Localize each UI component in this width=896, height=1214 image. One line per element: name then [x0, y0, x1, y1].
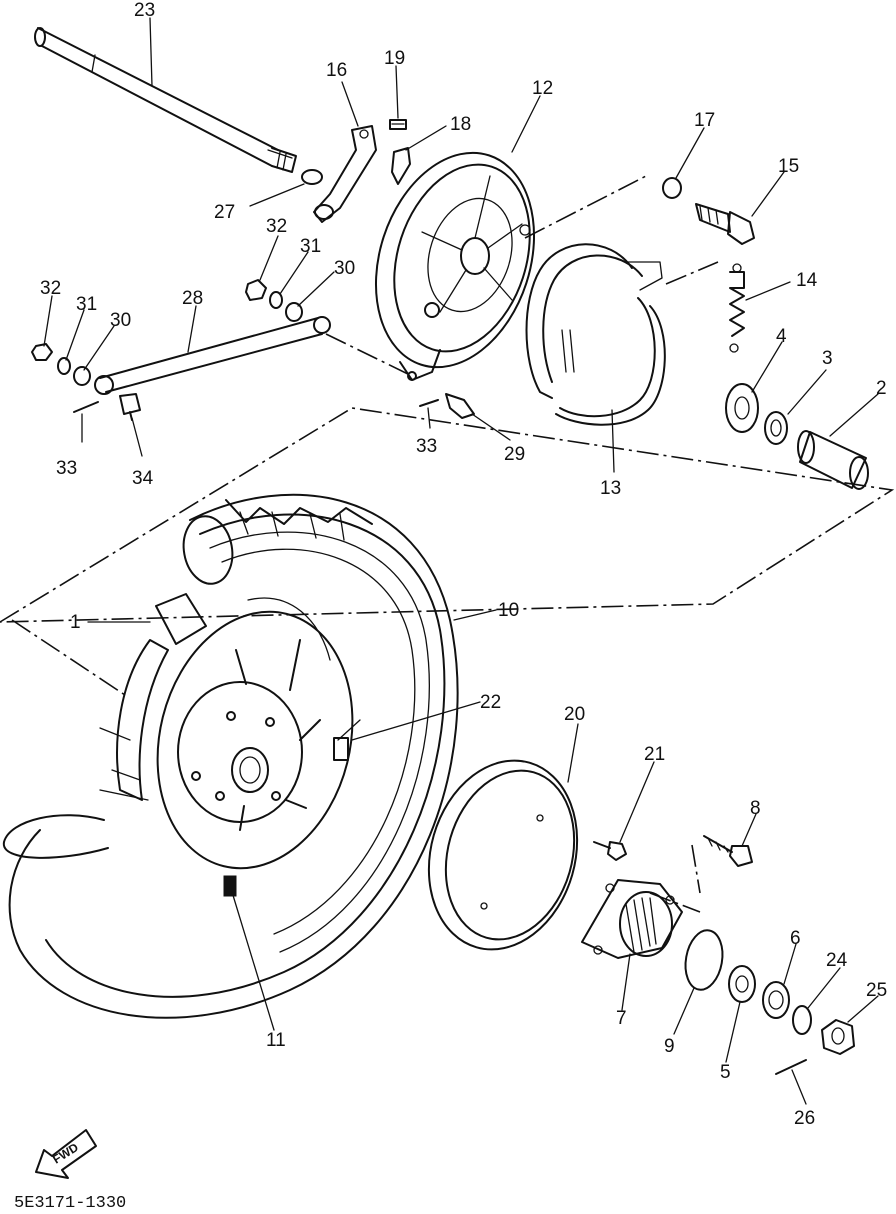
- brake-shoe-plate: [374, 151, 536, 381]
- callout-14: 14: [796, 270, 818, 291]
- callout-1: 1: [70, 612, 81, 633]
- brake-cam-lever: [313, 125, 377, 223]
- cotter-pin-33-left: [73, 401, 99, 413]
- callout-8: 8: [750, 798, 761, 819]
- callout-18: 18: [450, 114, 471, 135]
- nut-upper-32: [245, 279, 267, 301]
- callout-29: 29: [504, 444, 525, 465]
- washer-left-31: [57, 357, 71, 375]
- callout-5: 5: [720, 1062, 731, 1083]
- axle-washer-right: [792, 1005, 812, 1035]
- axle-spacer: [797, 430, 869, 490]
- diagram-code: 5E3171-1330: [14, 1194, 126, 1213]
- callout-9: 9: [664, 1036, 675, 1057]
- brake-shoes: [525, 243, 666, 426]
- callout-16: 16: [326, 60, 347, 81]
- rear-axle: [34, 27, 297, 173]
- wheel-bearing-left: [725, 383, 759, 433]
- clutch-hub: [581, 879, 683, 959]
- cotter-pin-33-right: [419, 399, 439, 407]
- callout-26: 26: [794, 1108, 815, 1129]
- callout-11: 11: [266, 1030, 286, 1051]
- shoe-spring: [729, 263, 745, 353]
- callout-labels: 23 16 19 18 12 17 15 27 32 31 30 14 4 3 …: [40, 0, 887, 1129]
- cover-bolt: [593, 841, 627, 861]
- cotter-pin-26: [775, 1059, 807, 1075]
- camshaft-washer: [662, 177, 682, 199]
- oil-seal: [764, 411, 788, 445]
- axle-nut: [821, 1019, 855, 1055]
- brake-camshaft: [695, 203, 755, 245]
- callout-24: 24: [826, 950, 848, 971]
- callout-23: 23: [134, 0, 155, 21]
- callout-6: 6: [790, 928, 801, 949]
- callout-13: 13: [600, 478, 621, 499]
- lever-bolt: [389, 119, 407, 130]
- callout-28: 28: [182, 288, 203, 309]
- callout-10: 10: [498, 600, 519, 621]
- callout-25: 25: [866, 980, 887, 1001]
- forward-arrow-icon: FWD: [35, 1129, 97, 1179]
- washer-left-30: [73, 366, 91, 386]
- tension-bar: [94, 316, 331, 395]
- callout-19: 19: [384, 48, 405, 69]
- nut-left-32: [31, 343, 53, 361]
- hub-bolt: [703, 835, 753, 867]
- callout-21: 21: [644, 744, 665, 765]
- callout-31-upper: 31: [300, 236, 321, 257]
- callout-30-upper: 30: [334, 258, 355, 279]
- bolt-29: [445, 393, 475, 419]
- callout-3: 3: [822, 348, 833, 369]
- washer-upper-30: [285, 302, 303, 322]
- forward-label: FWD: [50, 1140, 81, 1167]
- callout-20: 20: [564, 704, 585, 725]
- callout-15: 15: [778, 156, 799, 177]
- bolt-34: [119, 393, 141, 421]
- callout-12: 12: [532, 78, 553, 99]
- callout-31-left: 31: [76, 294, 97, 315]
- o-ring: [684, 929, 724, 991]
- callout-33-left: 33: [56, 458, 77, 479]
- rear-wheel-assembly: [2, 493, 459, 1019]
- callout-4: 4: [776, 326, 787, 347]
- callout-27: 27: [214, 202, 235, 223]
- callout-34: 34: [132, 468, 154, 489]
- washer-upper-31: [269, 291, 283, 309]
- hub-dust-cover: [427, 759, 579, 951]
- callout-32-upper: 32: [266, 216, 287, 237]
- leader-lines: [43, 17, 879, 1105]
- callout-17: 17: [694, 110, 715, 131]
- callout-32-left: 32: [40, 278, 61, 299]
- axle-washer: [301, 169, 323, 185]
- callout-22: 22: [480, 692, 501, 713]
- callout-33-right: 33: [416, 436, 437, 457]
- wear-indicator: [391, 147, 411, 185]
- callout-30-left: 30: [110, 310, 131, 331]
- callout-7: 7: [616, 1008, 627, 1029]
- hub-oil-seal: [762, 981, 790, 1019]
- wheel-bearing-right: [728, 965, 756, 1003]
- callout-2: 2: [876, 378, 887, 399]
